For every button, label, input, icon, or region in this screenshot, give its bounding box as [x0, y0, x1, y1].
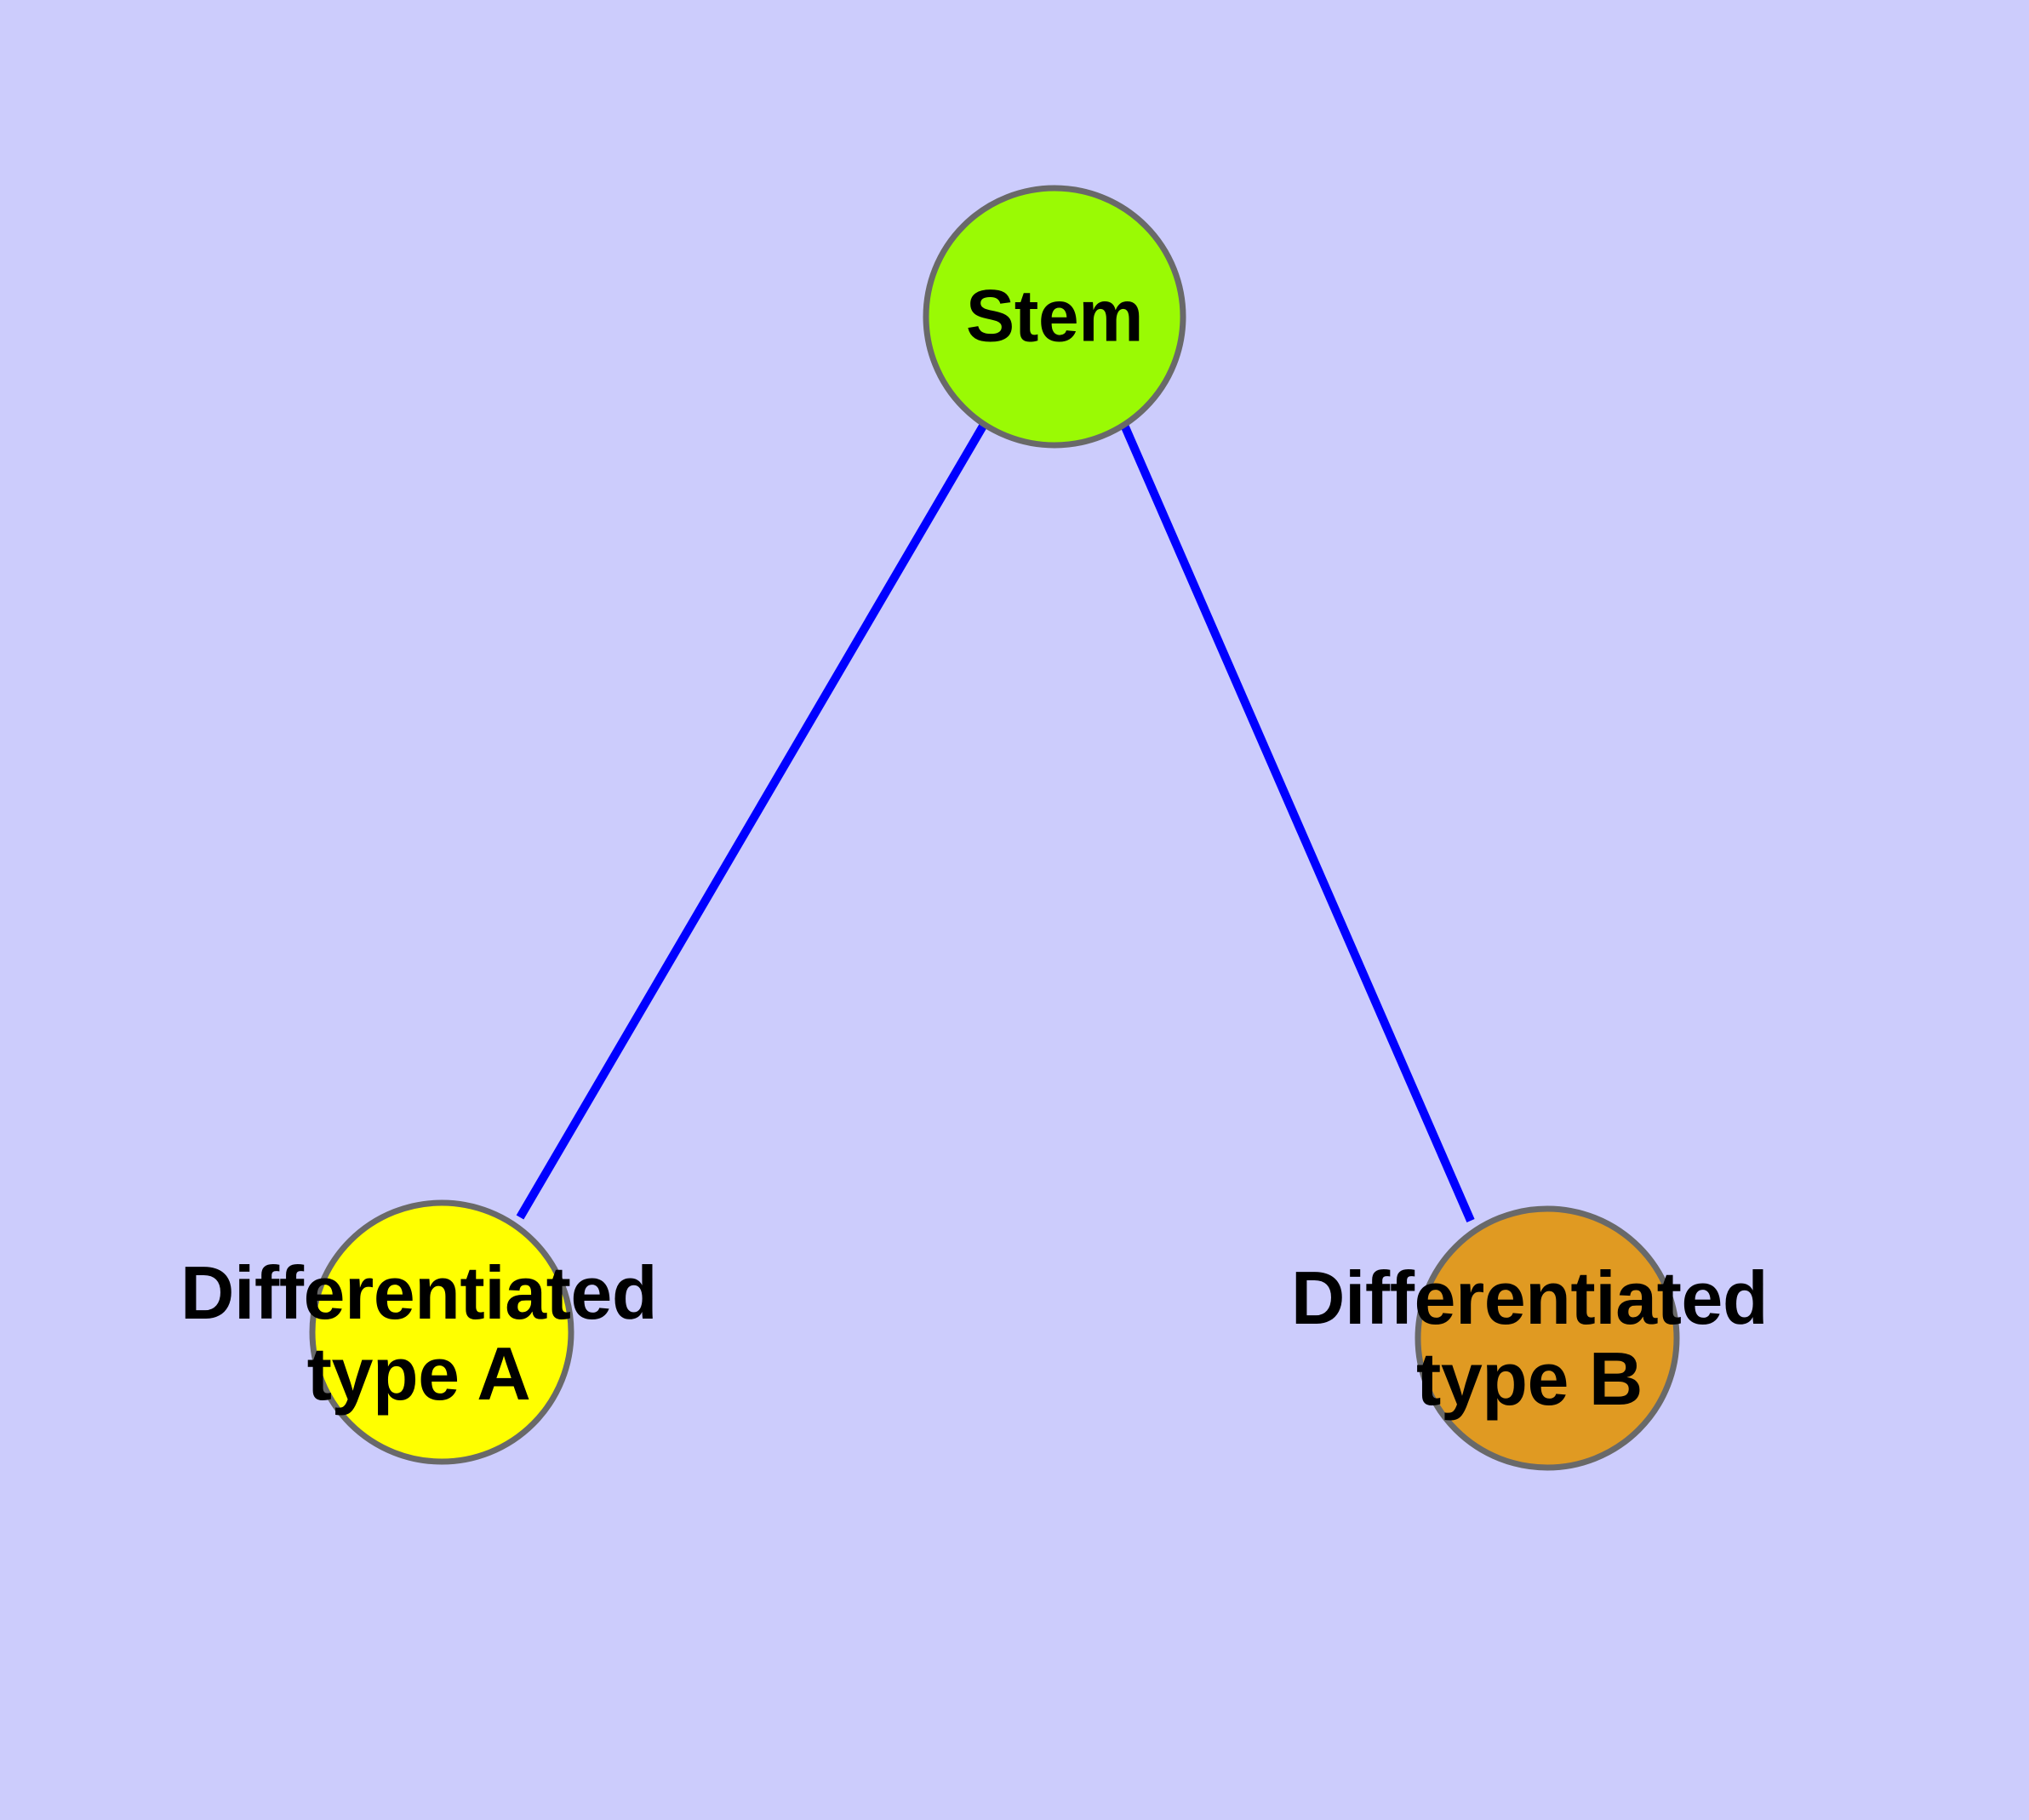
edges-layer — [516, 421, 1475, 1222]
edge-stem-to-differentiated-type-b[interactable] — [1119, 421, 1475, 1222]
node-stem[interactable] — [923, 185, 1186, 449]
node-differentiated-type-b[interactable] — [1415, 1205, 1680, 1471]
nodes-layer — [309, 185, 1680, 1471]
node-differentiated-type-a[interactable] — [309, 1199, 574, 1465]
edge-stem-to-differentiated-type-a[interactable] — [516, 421, 989, 1220]
